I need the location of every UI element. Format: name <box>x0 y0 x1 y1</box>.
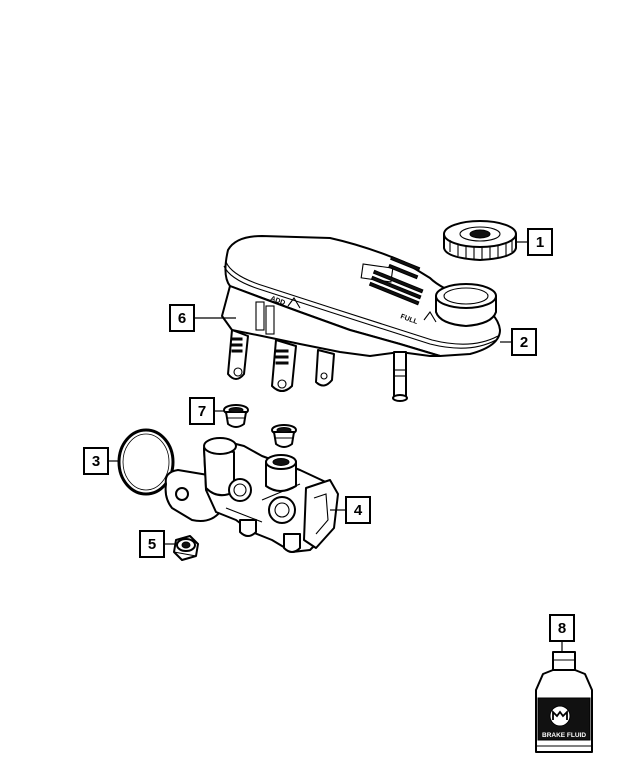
callout-3: 3 <box>83 447 109 475</box>
callout-4-label: 4 <box>354 502 363 519</box>
callout-2: 2 <box>511 328 537 356</box>
callout-4: 4 <box>345 496 371 524</box>
brake-fluid-reservoir: FULL ADD <box>221 235 501 402</box>
callout-8-label: 8 <box>558 620 566 637</box>
reservoir-warning-text <box>368 255 424 306</box>
callout-7-label: 7 <box>198 403 206 420</box>
reservoir-mounting-tabs <box>227 301 335 392</box>
callout-8: 8 <box>549 614 575 642</box>
callout-6: 6 <box>169 304 195 332</box>
reservoir-grommets <box>223 404 297 448</box>
bottle-label-text: BRAKE FLUID <box>542 732 586 739</box>
callout-1: 1 <box>527 228 553 256</box>
callout-7: 7 <box>189 397 215 425</box>
brake-fluid-bottle: BRAKE FLUID <box>535 651 593 753</box>
callout-6-label: 6 <box>178 310 186 327</box>
callout-3-label: 3 <box>92 453 100 470</box>
mounting-nut <box>173 535 199 561</box>
master-cylinder <box>164 437 339 553</box>
reservoir-cap <box>443 220 517 261</box>
o-ring-seal <box>117 428 175 496</box>
callout-5-label: 5 <box>148 536 156 553</box>
callout-1-label: 1 <box>536 234 544 251</box>
callout-2-label: 2 <box>520 334 528 351</box>
reservoir-label-add: ADD <box>269 295 286 307</box>
callout-5: 5 <box>139 530 165 558</box>
